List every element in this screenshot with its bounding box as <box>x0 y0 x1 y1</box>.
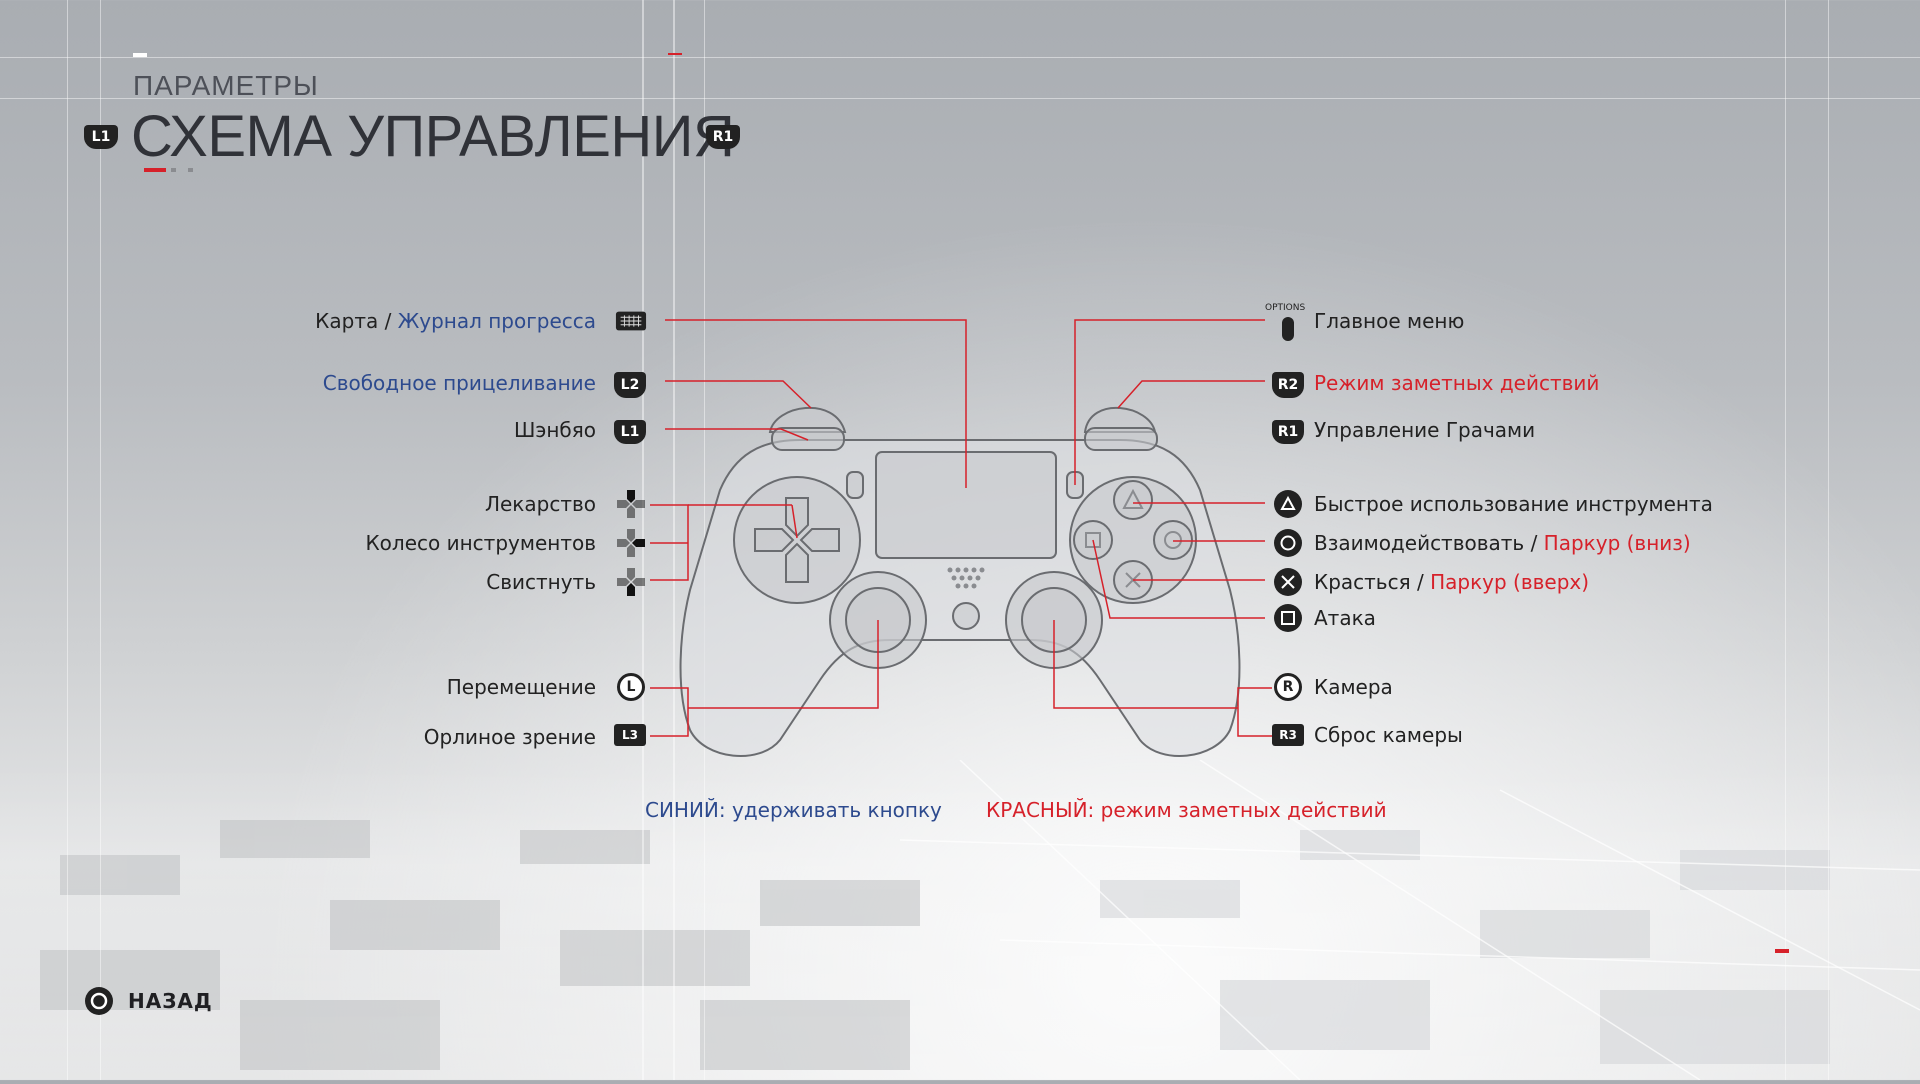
circle-icon <box>1272 528 1304 558</box>
label-quick-tool: Быстрое использование инструмента <box>1314 492 1713 516</box>
guide-line <box>0 57 1920 58</box>
l2-button-icon: L2 <box>614 370 646 400</box>
legend-red: КРАСНЫЙ: режим заметных действий <box>986 798 1387 822</box>
guide-line <box>1785 0 1786 1080</box>
label-parkour-up: Паркур (вверх) <box>1430 570 1590 594</box>
label-main-menu: Главное меню <box>1314 309 1465 333</box>
r2-button-icon: R2 <box>1272 370 1304 400</box>
l3-button-icon: L3 <box>614 720 646 750</box>
label-sneak: Красться / Паркур (вверх) <box>1314 570 1589 594</box>
dpad-right-icon <box>615 528 647 558</box>
label-notable-mode: Режим заметных действий <box>1314 371 1600 395</box>
r1-button-icon: R1 <box>706 125 740 149</box>
label-interact: Взаимодействовать / Паркур (вниз) <box>1314 531 1691 555</box>
r1-button-icon: R1 <box>1272 417 1304 447</box>
section-title: ПАРАМЕТРЫ <box>133 70 319 101</box>
label-map-part: Карта / <box>315 309 398 333</box>
legend-blue: СИНИЙ: удерживать кнопку <box>645 798 942 822</box>
label-parkour-down: Паркур (вниз) <box>1543 531 1691 555</box>
legend-red-key: КРАСНЫЙ: <box>986 798 1095 822</box>
options-icon <box>1272 314 1304 344</box>
l1-button-icon: L1 <box>84 125 118 149</box>
corner-marker <box>133 53 147 57</box>
cross-icon <box>1272 567 1304 597</box>
guide-line <box>1828 0 1829 1080</box>
page-title: СХЕМА УПРАВЛЕНИЯ <box>131 104 735 169</box>
background-floor <box>0 759 1920 1081</box>
page-indicator <box>171 168 176 172</box>
back-label: НАЗАД <box>128 989 213 1013</box>
label-movement: Перемещение <box>446 675 596 699</box>
legend-red-desc: режим заметных действий <box>1094 798 1387 822</box>
square-icon <box>1272 603 1304 633</box>
page-indicator <box>188 168 193 172</box>
label-whistle: Свистнуть <box>486 570 596 594</box>
label-free-aim: Свободное прицеливание <box>322 371 596 395</box>
r3-button-icon: R3 <box>1272 720 1304 750</box>
label-attack: Атака <box>1314 606 1376 630</box>
left-stick-icon: L <box>615 672 647 702</box>
guide-line <box>0 98 1920 99</box>
legend-blue-key: СИНИЙ: <box>645 798 726 822</box>
label-journal: Журнал прогресса <box>397 309 596 333</box>
back-button[interactable]: НАЗАД <box>84 986 213 1016</box>
dpad-down-icon <box>615 567 647 597</box>
right-stick-icon: R <box>1272 672 1304 702</box>
guide-line <box>67 0 68 1080</box>
label-camera: Камера <box>1314 675 1393 699</box>
options-caption: OPTIONS <box>1265 303 1306 313</box>
prev-tab-button[interactable]: L1 <box>84 125 118 149</box>
guide-line <box>100 0 101 1080</box>
label-map: Карта / Журнал прогресса <box>76 309 596 333</box>
label-tool-wheel: Колесо инструментов <box>365 531 596 555</box>
label-eagle-vision: Орлиное зрение <box>423 725 596 749</box>
label-interact-part: Взаимодействовать / <box>1314 531 1544 555</box>
triangle-icon <box>1272 489 1304 519</box>
circle-button-icon <box>85 987 113 1015</box>
touchpad-icon <box>615 306 647 336</box>
dpad-up-icon <box>615 489 647 519</box>
label-sneak-part: Красться / <box>1314 570 1431 594</box>
label-crow-control: Управление Грачами <box>1314 418 1536 442</box>
page-indicator-active <box>144 168 166 172</box>
corner-marker <box>668 53 682 55</box>
label-camera-reset: Сброс камеры <box>1314 723 1463 747</box>
guide-line <box>673 0 675 1080</box>
label-shengbiao: Шэнбяо <box>513 418 596 442</box>
next-tab-button[interactable]: R1 <box>706 125 740 149</box>
label-medicine: Лекарство <box>484 492 596 516</box>
l1-button-icon: L1 <box>614 417 646 447</box>
legend-blue-desc: удерживать кнопку <box>725 798 942 822</box>
corner-marker <box>1775 949 1789 953</box>
